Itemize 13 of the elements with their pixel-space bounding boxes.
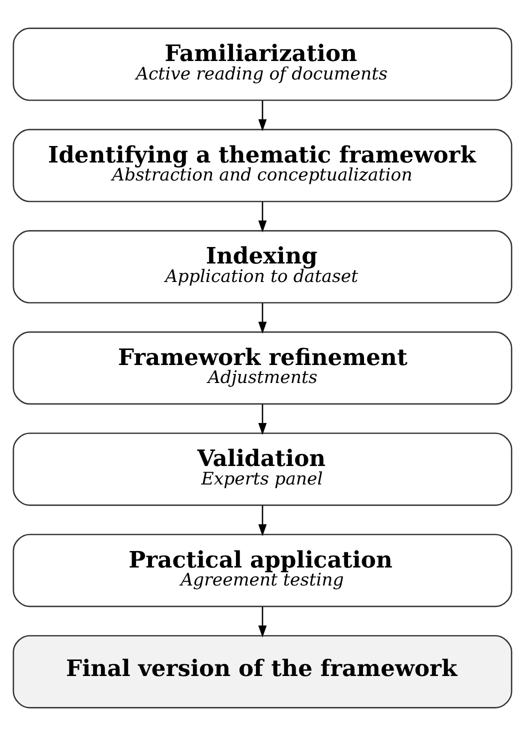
arrow [258, 303, 267, 334]
arrow [258, 404, 267, 435]
node-box: Indexing Application to dataset [12, 230, 512, 304]
arrow [258, 202, 267, 233]
node-box: Final version of the framework [12, 635, 512, 708]
node-box: Validation Experts panel [12, 432, 512, 506]
arrow [258, 100, 267, 132]
arrow [258, 606, 267, 638]
node-box: Framework refinement Adjustments [12, 331, 512, 405]
node-box: Familiarization Active reading of documents [12, 28, 512, 101]
arrow [258, 506, 267, 536]
node-box: Practical application Agreement testing [12, 534, 512, 608]
node-box: Identifying a thematic framework Abstraction and conceptualization [12, 128, 512, 202]
